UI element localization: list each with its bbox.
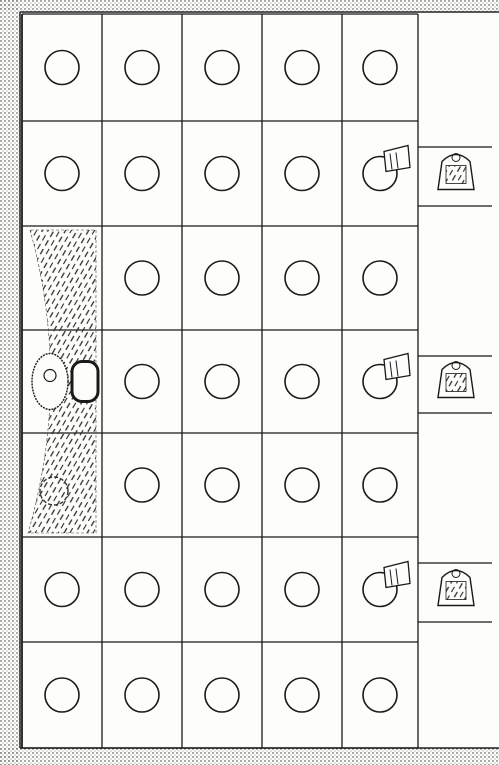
circle-icon bbox=[125, 261, 159, 295]
circle-icon bbox=[285, 51, 319, 85]
cell-r1-c1[interactable] bbox=[45, 51, 79, 85]
cell-r3-c2[interactable] bbox=[125, 261, 159, 295]
frame-bottom-border bbox=[0, 748, 499, 765]
cell-r4-c5[interactable] bbox=[363, 354, 410, 399]
cell-r2-c1[interactable] bbox=[45, 157, 79, 191]
cell-r3-c5[interactable] bbox=[363, 261, 397, 295]
cell-r6-c2[interactable] bbox=[125, 573, 159, 607]
circle-icon bbox=[363, 51, 397, 85]
circle-icon bbox=[45, 678, 79, 712]
circle-icon bbox=[45, 51, 79, 85]
figure-icon[interactable] bbox=[438, 154, 474, 190]
cell-r2-c3[interactable] bbox=[205, 157, 239, 191]
cell-r3-c3[interactable] bbox=[205, 261, 239, 295]
circle-icon bbox=[205, 365, 239, 399]
circle-icon bbox=[125, 365, 159, 399]
cell-r7-c5[interactable] bbox=[363, 678, 397, 712]
circle-icon bbox=[205, 157, 239, 191]
cell-r2-c2[interactable] bbox=[125, 157, 159, 191]
cell-r1-c5[interactable] bbox=[363, 51, 397, 85]
cell-r1-c2[interactable] bbox=[125, 51, 159, 85]
cell-r6-c4[interactable] bbox=[285, 573, 319, 607]
cell-r7-c2[interactable] bbox=[125, 678, 159, 712]
circle-icon bbox=[285, 468, 319, 502]
cell-r5-c5[interactable] bbox=[363, 468, 397, 502]
circle-icon bbox=[205, 261, 239, 295]
circle-icon bbox=[125, 468, 159, 502]
cell-r6-c5[interactable] bbox=[363, 562, 410, 607]
cell-r7-c3[interactable] bbox=[205, 678, 239, 712]
circle-icon bbox=[285, 573, 319, 607]
cell-r6-c1[interactable] bbox=[45, 573, 79, 607]
figure-icon[interactable] bbox=[438, 362, 474, 398]
cell-r2-c5[interactable] bbox=[363, 146, 410, 191]
cell-r3-c4[interactable] bbox=[285, 261, 319, 295]
cell-r4-c2[interactable] bbox=[125, 365, 159, 399]
cell-r7-c4[interactable] bbox=[285, 678, 319, 712]
circle-icon bbox=[285, 261, 319, 295]
circle-icon bbox=[363, 468, 397, 502]
circle-icon bbox=[205, 51, 239, 85]
frame-top-border bbox=[0, 0, 499, 12]
cell-r2-c4[interactable] bbox=[285, 157, 319, 191]
cell-r7-c1[interactable] bbox=[45, 678, 79, 712]
frame-left-border bbox=[0, 0, 20, 765]
cell-r4-c4[interactable] bbox=[285, 365, 319, 399]
cell-r1-c3[interactable] bbox=[205, 51, 239, 85]
cell-r1-c4[interactable] bbox=[285, 51, 319, 85]
figure-icon[interactable] bbox=[438, 570, 474, 606]
circle-icon bbox=[363, 261, 397, 295]
cell-r6-c3[interactable] bbox=[205, 573, 239, 607]
circle-icon bbox=[285, 365, 319, 399]
circle-icon bbox=[285, 678, 319, 712]
side-column bbox=[418, 147, 492, 622]
circle-icon bbox=[125, 678, 159, 712]
circle-icon bbox=[125, 573, 159, 607]
circle-icon bbox=[205, 678, 239, 712]
circle-icon bbox=[125, 157, 159, 191]
circle-icon bbox=[45, 157, 79, 191]
cell-r5-c3[interactable] bbox=[205, 468, 239, 502]
circle-icon bbox=[125, 51, 159, 85]
cell-r4-c3[interactable] bbox=[205, 365, 239, 399]
circle-icon bbox=[205, 468, 239, 502]
cell-r5-c4[interactable] bbox=[285, 468, 319, 502]
circle-icon bbox=[363, 678, 397, 712]
circle-icon bbox=[45, 573, 79, 607]
cell-r5-c2[interactable] bbox=[125, 468, 159, 502]
board-cells bbox=[32, 51, 410, 713]
circle-icon bbox=[285, 157, 319, 191]
circle-icon bbox=[205, 573, 239, 607]
